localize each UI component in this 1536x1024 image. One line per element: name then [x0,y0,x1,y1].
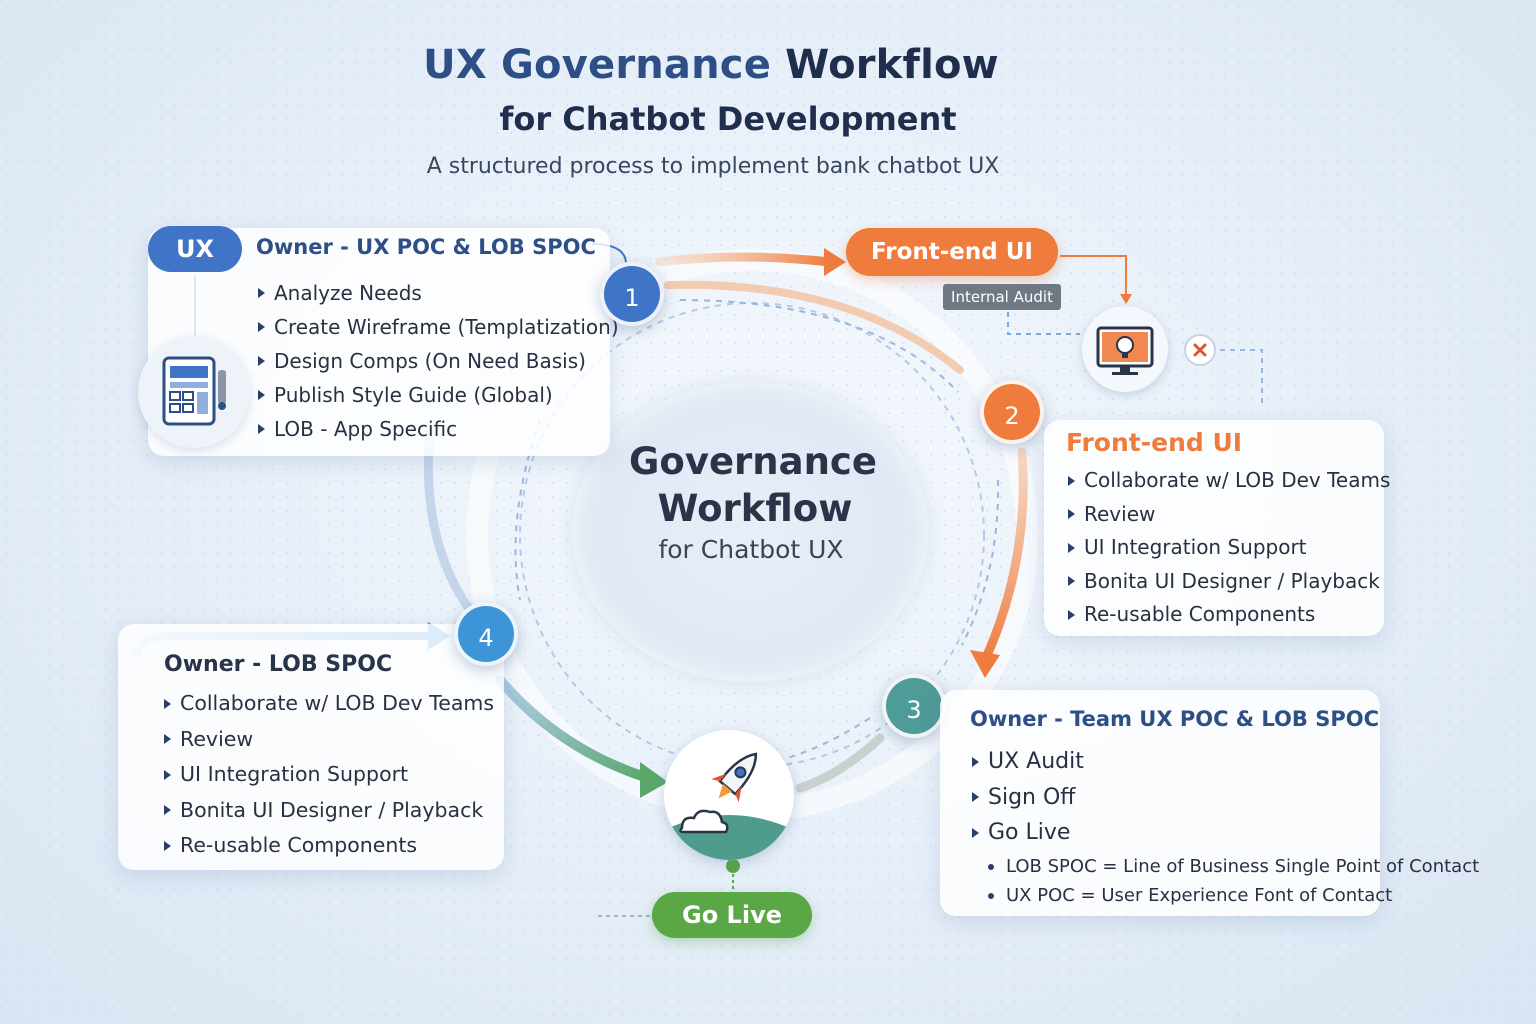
list-item: Bonita UI Designer / Playback [1066,565,1390,599]
lob-card-list: Collaborate w/ LOB Dev Teams Review UI I… [162,686,494,864]
list-item: Collaborate w/ LOB Dev Teams [1066,464,1390,498]
definitions-list: LOB SPOC = Line of Business Single Point… [984,852,1479,910]
team-card-owner: Owner - Team UX POC & LOB SPOC [970,707,1380,731]
list-item: Collaborate w/ LOB Dev Teams [162,686,494,722]
cloud-icon [679,809,729,834]
list-item: UI Integration Support [162,757,494,793]
list-item: Publish Style Guide (Global) [256,378,619,412]
list-item: LOB - App Specific [256,412,619,446]
list-item: Go Live [970,815,1084,851]
definition-item: LOB SPOC = Line of Business Single Point… [984,852,1479,881]
list-item: Bonita UI Designer / Playback [162,793,494,829]
center-title-line3: for Chatbot UX [658,535,844,564]
list-item: Design Comps (On Need Basis) [256,344,619,378]
title-part-governance: UX Governance [423,42,772,88]
step-number-1: 1 [600,262,664,326]
center-circle [572,382,928,682]
step-number-4: 4 [454,602,518,666]
step-number-2: 2 [980,380,1044,444]
frontend-ui-card [1044,420,1384,636]
go-live-illustration [664,730,794,860]
ux-card-owner: Owner - UX POC & LOB SPOC [256,235,596,259]
definition-item: UX POC = User Experience Font of Contact [984,881,1479,910]
rocket-icon [711,752,758,803]
page-subtitle: for Chatbot Development [499,100,957,138]
go-live-pill: Go Live [652,892,812,938]
list-item: UX Audit [970,744,1084,780]
team-card [940,690,1380,916]
center-title-line2: Workflow [657,487,853,530]
list-item: Re-usable Components [1066,598,1390,632]
list-item: Review [1066,498,1390,532]
internal-audit-tag: Internal Audit [943,284,1061,310]
title-part-workflow: Workflow [785,42,999,88]
list-item: Review [162,722,494,758]
frontend-card-title: Front-end UI [1066,428,1243,457]
team-card-list: UX Audit Sign Off Go Live [970,744,1084,851]
list-item: UI Integration Support [1066,531,1390,565]
frontend-card-list: Collaborate w/ LOB Dev Teams Review UI I… [1066,464,1390,632]
center-title-line1: Governance [629,440,877,483]
page-title: UX Governance Workflow [0,42,1422,88]
list-item: Sign Off [970,780,1084,816]
step-number-3: 3 [882,674,946,738]
list-item: Re-usable Components [162,828,494,864]
close-icon [1184,334,1216,366]
list-item: Analyze Needs [256,276,619,310]
monitor-bulb-icon [1082,306,1168,392]
page-description: A structured process to implement bank c… [426,154,1000,179]
ux-badge: UX [148,226,242,272]
lob-card-owner: Owner - LOB SPOC [164,652,393,677]
lob-card [118,624,504,870]
calculator-icon [138,336,250,448]
list-item: Create Wireframe (Templatization) [256,310,619,344]
ux-card-list: Analyze Needs Create Wireframe (Templati… [256,276,619,446]
frontend-ui-pill: Front-end UI [846,228,1058,276]
